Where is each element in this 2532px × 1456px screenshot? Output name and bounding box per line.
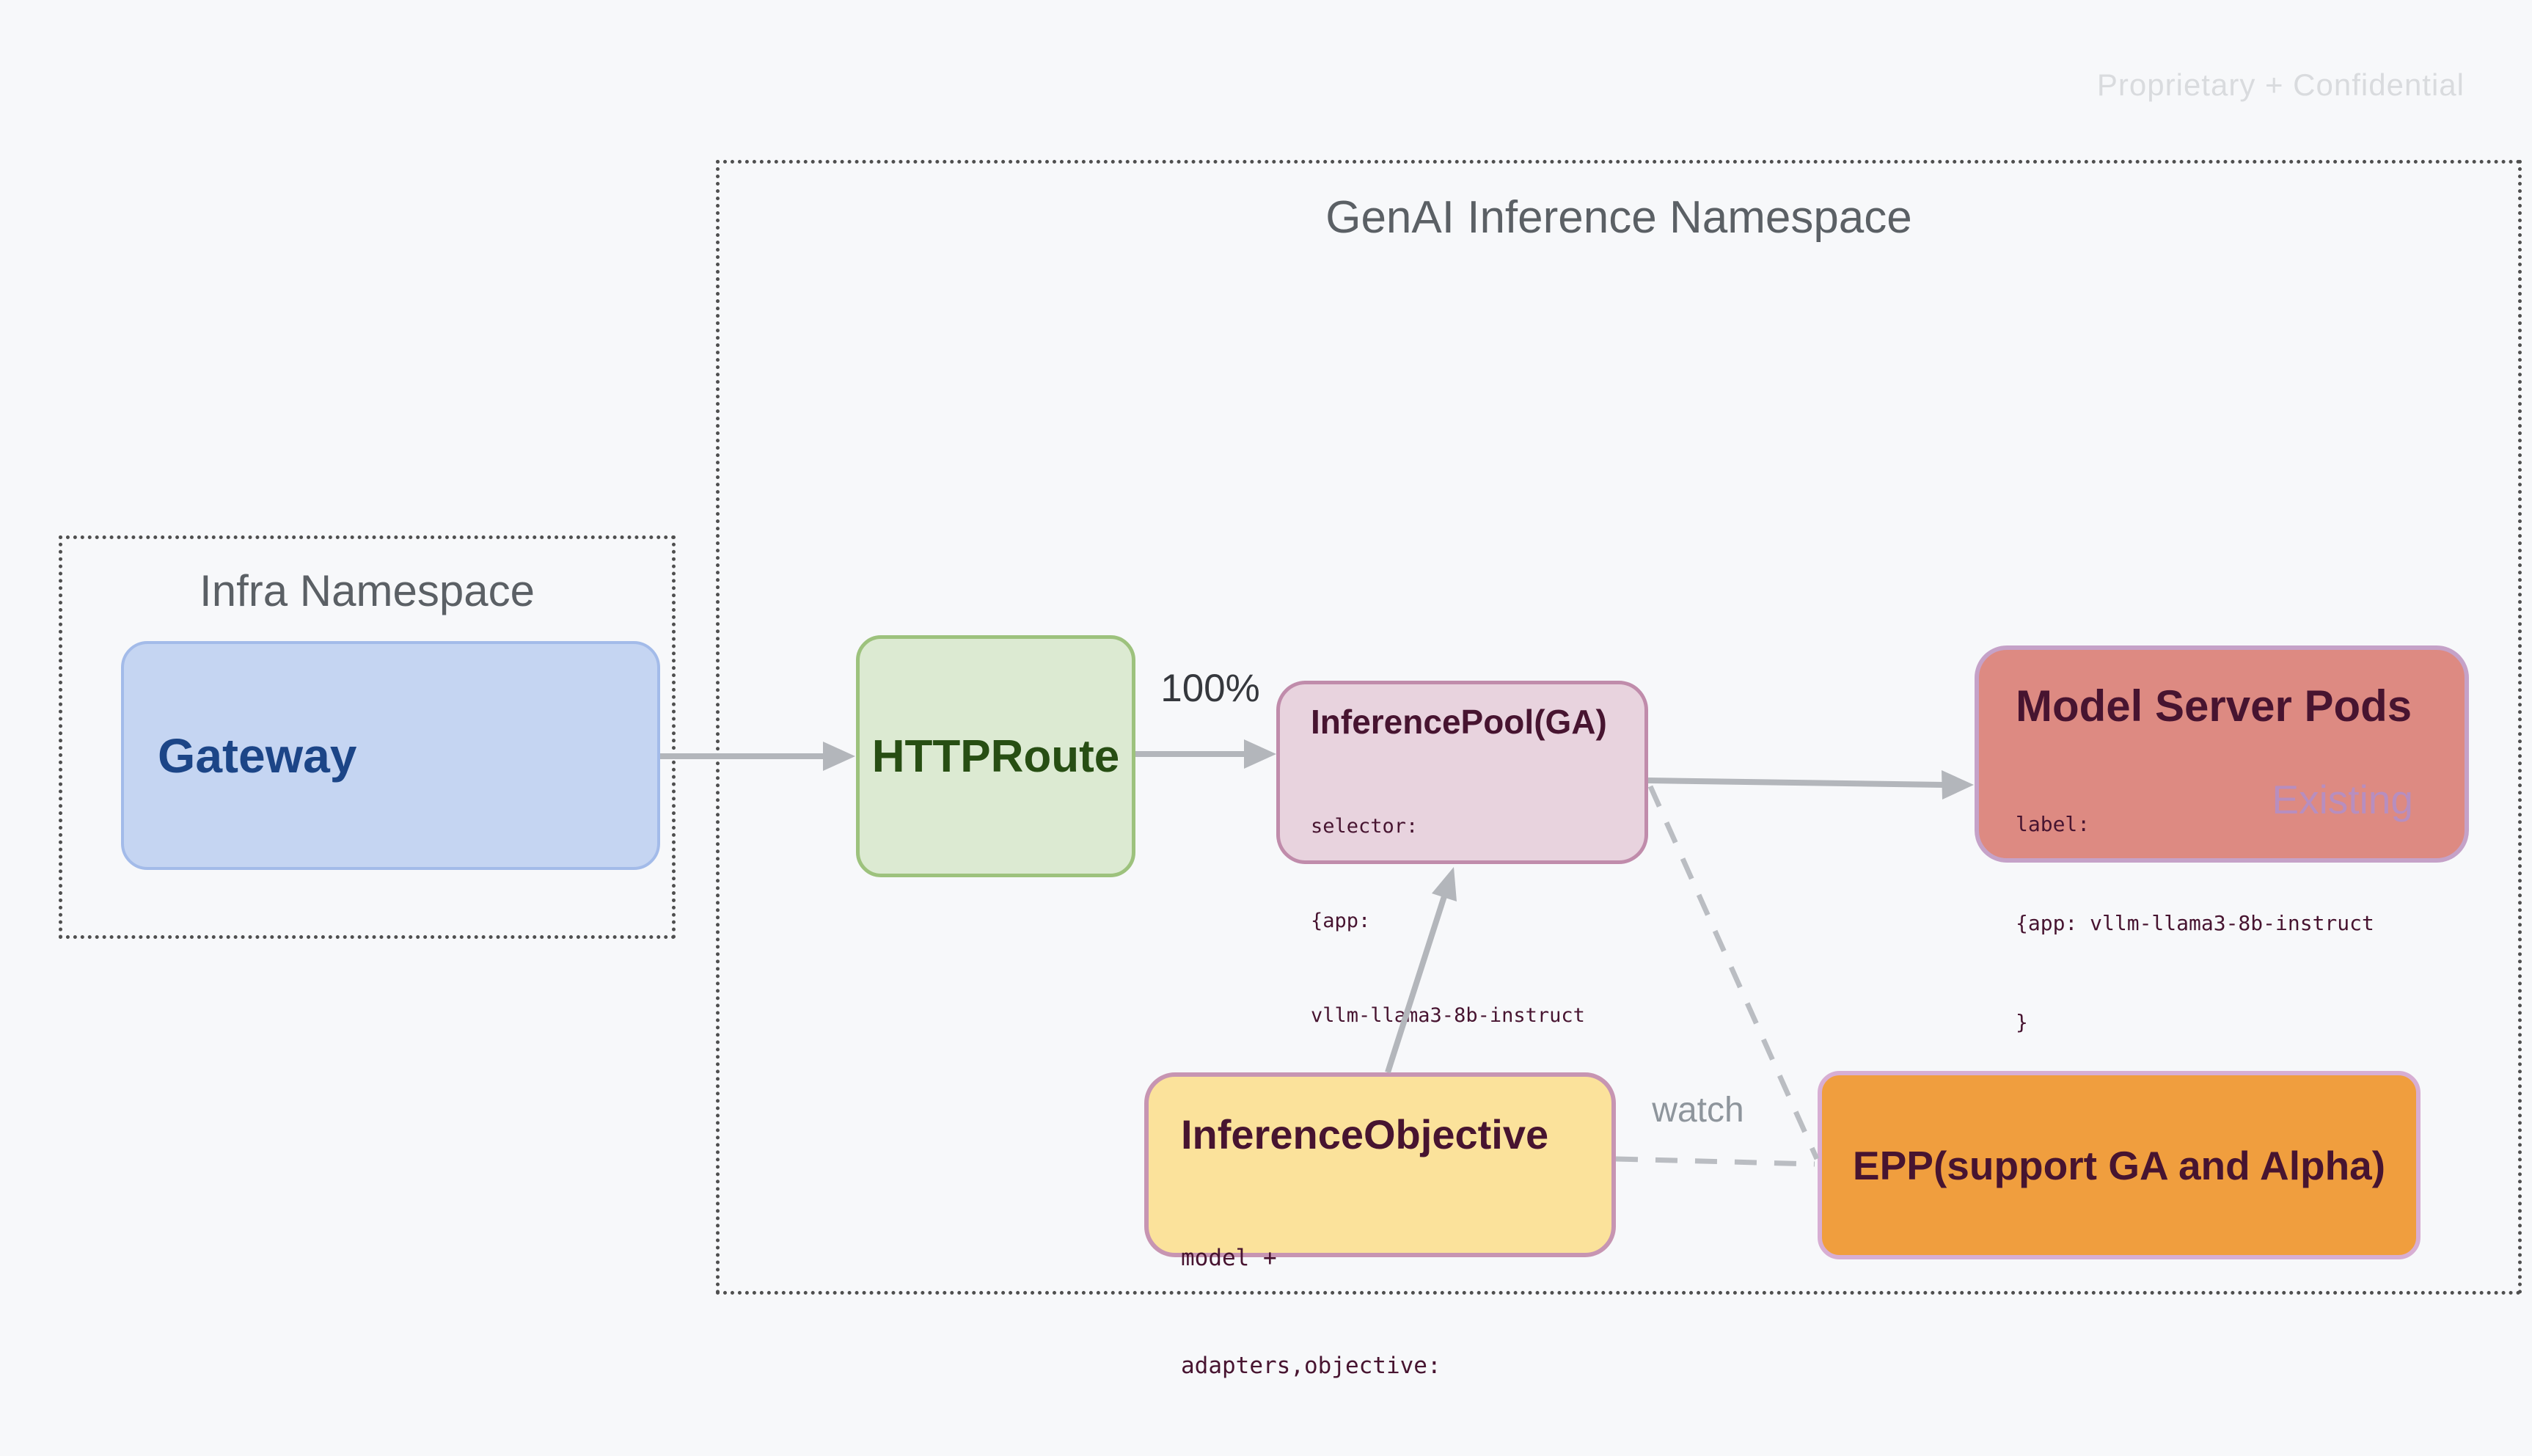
model-server-pods-title: Model Server Pods <box>2016 681 2412 731</box>
slide-canvas: { "page": { "watermark": "Proprietary + … <box>59 67 2522 1379</box>
inference-objective-node[interactable]: InferenceObjective model + adapters,obje… <box>1144 1072 1616 1379</box>
infra-namespace-container: Infra Namespace <box>59 535 676 939</box>
inference-pool-title: InferencePool(GA) <box>1311 703 1607 741</box>
gateway-node[interactable]: Gateway <box>121 641 660 870</box>
confidentiality-watermark: Proprietary + Confidential <box>2096 67 2465 102</box>
epp-node[interactable]: EPP(support GA and Alpha) <box>1818 1071 2421 1259</box>
genai-inference-namespace-container: GenAI Inference Namespace <box>716 160 2522 1295</box>
infra-namespace-title: Infra Namespace <box>200 566 535 615</box>
httproute-title: HTTPRoute <box>871 731 1120 782</box>
inference-objective-code: model + adapters,objective: <box>1181 1245 1441 1379</box>
inference-pool-node[interactable]: InferencePool(GA) selector: {app: vllm-l… <box>1276 681 1648 1122</box>
inference-pool-selector-code: selector: {app: vllm-llama3-8b-instruct … <box>1311 815 1585 1122</box>
genai-namespace-title: GenAI Inference Namespace <box>1325 192 1912 243</box>
watch-label: watch <box>1652 1091 1744 1130</box>
model-server-pods-node[interactable]: Model Server Pods label: {app: vllm-llam… <box>1975 645 2469 1034</box>
model-server-pods-label-code: label: {app: vllm-llama3-8b-instruct } <box>2016 812 2374 1034</box>
epp-title: EPP(support GA and Alpha) <box>1852 1142 2386 1188</box>
inference-objective-title: InferenceObjective <box>1181 1111 1549 1157</box>
existing-badge: Existing <box>2272 777 2413 822</box>
route-weight-label: 100% <box>1160 667 1260 710</box>
gateway-title: Gateway <box>158 728 357 783</box>
httproute-node[interactable]: HTTPRoute <box>856 635 1135 877</box>
